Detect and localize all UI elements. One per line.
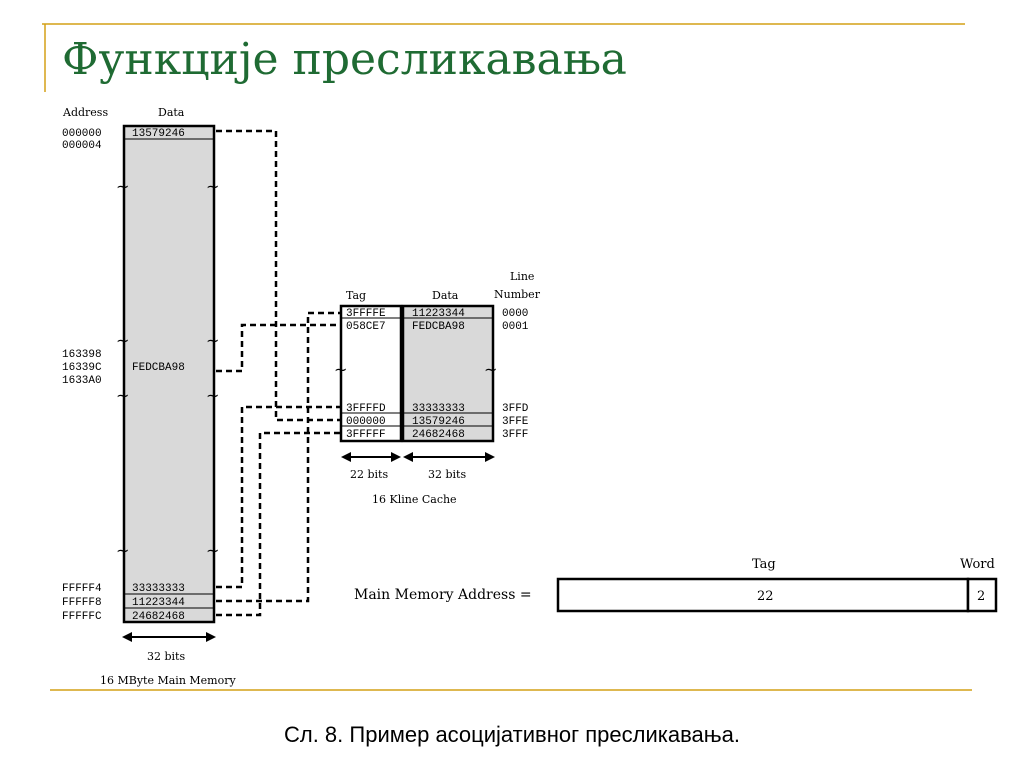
- cache-data-width-label: 32 bits: [428, 468, 466, 481]
- mm-label: 16 MByte Main Memory: [100, 674, 236, 687]
- cache-tag: 058CE7: [346, 321, 386, 333]
- cache-line: 0000: [502, 308, 528, 320]
- mm-address: FFFFF4: [62, 583, 102, 595]
- break-mark: ~: [206, 541, 219, 560]
- mm-data: FEDCBA98: [132, 362, 185, 374]
- mm-address: 000000: [62, 128, 102, 140]
- cache-line-header: Number: [494, 288, 541, 301]
- cache-tag-width-label: 22 bits: [350, 468, 388, 481]
- address-tag-header: Tag: [752, 557, 776, 572]
- cache-data: 24682468: [412, 429, 465, 441]
- address-tag-bits: 22: [757, 589, 774, 604]
- break-mark: ~: [484, 360, 497, 379]
- connector-13579246: [216, 129, 341, 422]
- connector-33333333: [216, 405, 341, 589]
- address-format-label: Main Memory Address =: [354, 587, 532, 603]
- address-word-field: [966, 577, 998, 613]
- mm-address: 1633A0: [62, 375, 102, 387]
- address-header: Address: [62, 106, 108, 119]
- cache-tag-column: [339, 304, 403, 443]
- arrow-head: [206, 632, 216, 642]
- break-mark: ~: [116, 177, 129, 196]
- data-header: Data: [158, 106, 185, 119]
- cache-data-header: Data: [432, 289, 459, 302]
- mm-address: 16339C: [62, 362, 102, 374]
- connector-fedcba98: [216, 323, 341, 373]
- cache-line: 3FFD: [502, 403, 529, 415]
- arrow-head: [485, 452, 495, 462]
- arrow-head: [403, 452, 413, 462]
- break-mark: ~: [116, 331, 129, 350]
- cache-line-header: Line: [510, 270, 534, 283]
- main-memory-column: [122, 124, 216, 624]
- figure-caption: Сл. 8. Пример асоцијативног пресликавања…: [283, 722, 741, 747]
- mm-data: 33333333: [132, 583, 185, 595]
- address-word-header: Word: [960, 557, 995, 572]
- break-mark: ~: [206, 177, 219, 196]
- cache-tag: 3FFFFE: [346, 308, 386, 320]
- address-tag-field: [556, 577, 970, 613]
- connector-11223344: [216, 311, 341, 603]
- break-mark: ~: [116, 541, 129, 560]
- slide-title: Функције пресликавања: [62, 34, 627, 85]
- mm-address: 000004: [62, 140, 102, 152]
- cache-data: 13579246: [412, 416, 465, 428]
- connector-24682468: [216, 431, 341, 617]
- break-mark: ~: [334, 360, 347, 379]
- cache-line: 3FFE: [502, 416, 529, 428]
- cache-data: 11223344: [412, 308, 465, 320]
- break-mark: ~: [206, 386, 219, 405]
- arrow-head: [341, 452, 351, 462]
- cache-line: 0001: [502, 321, 529, 333]
- mm-data: 13579246: [132, 128, 185, 140]
- break-mark: ~: [116, 386, 129, 405]
- mm-data: 11223344: [132, 597, 185, 609]
- cache-data: FEDCBA98: [412, 321, 465, 333]
- cache-data-column: [401, 304, 495, 443]
- cache-tag: 3FFFFD: [346, 403, 386, 415]
- cache-data: 33333333: [412, 403, 465, 415]
- mm-width-label: 32 bits: [147, 650, 185, 663]
- mm-data: 24682468: [132, 611, 185, 623]
- mapping-connectors: [216, 129, 341, 617]
- arrow-head: [122, 632, 132, 642]
- cache-line: 3FFF: [502, 429, 528, 441]
- mm-address: 163398: [62, 349, 102, 361]
- break-mark: ~: [206, 331, 219, 350]
- cache-tag: 000000: [346, 416, 386, 428]
- mm-address: FFFFF8: [62, 597, 102, 609]
- cache-tag-header: Tag: [346, 289, 366, 302]
- address-word-bits: 2: [977, 589, 985, 604]
- mm-address: FFFFFC: [62, 611, 102, 623]
- cache-tag: 3FFFFF: [346, 429, 386, 441]
- cache-label: 16 Kline Cache: [372, 493, 457, 506]
- arrow-head: [391, 452, 401, 462]
